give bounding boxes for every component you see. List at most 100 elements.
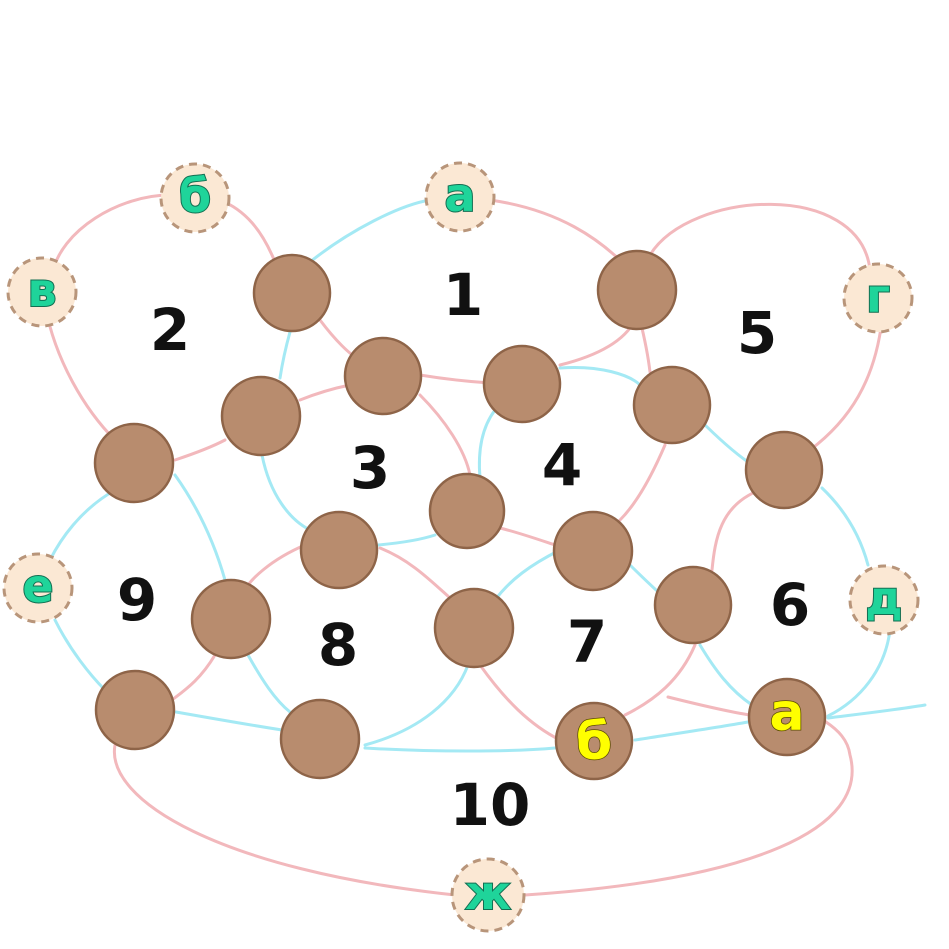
pink-thread-top-right (488, 198, 627, 267)
cyan-thread-right-to-d (820, 486, 870, 567)
bead (190, 578, 272, 660)
pink-thread-inner-8 (618, 443, 667, 522)
bead (554, 701, 634, 781)
ghost-bead-letter: а (444, 168, 475, 222)
ghost-bead-circle (159, 162, 231, 234)
pink-thread-inner-13 (170, 653, 217, 702)
pink-thread-inner-15 (623, 643, 697, 717)
ghost-bead-b: б (159, 162, 231, 234)
cyan-thread-inner-4 (260, 453, 312, 532)
bead (744, 430, 824, 510)
cyan-thread-bottom-3 (633, 720, 750, 742)
pink-thread-right-outer (808, 318, 884, 452)
cyan-thread-inner-10 (246, 653, 292, 714)
bead (93, 422, 175, 504)
bead (252, 253, 332, 333)
cyan-thread-left-2 (53, 618, 107, 692)
ghost-bead-zh: ж (450, 857, 526, 933)
ghost-bead-e: е (2, 552, 74, 624)
pink-thread-inner-5 (298, 383, 352, 402)
labeled-bead-b: б (554, 701, 634, 781)
pink-thread-inner-14 (478, 663, 562, 742)
cell-number: 3 (350, 434, 390, 502)
ghost-bead-a: а (424, 161, 496, 233)
ghost-bead-letter: г (866, 269, 890, 323)
bead-letter: а (769, 683, 804, 743)
pink-thread-inner-7 (418, 393, 472, 477)
ghost-bead-circle (842, 262, 914, 334)
cyan-thread-inner-8 (493, 548, 562, 602)
ghost-bead-circle (424, 161, 496, 233)
pink-thread-inner-2 (418, 373, 492, 385)
ghost-bead-d: д (848, 564, 920, 636)
pink-thread-inner-11 (243, 543, 307, 592)
cyan-thread-inner-6 (698, 418, 750, 464)
bead (596, 249, 678, 331)
ghost-bead-letter: в (27, 263, 56, 317)
ghost-bead-letter: е (22, 559, 53, 613)
cyan-thread-right-from-d (826, 628, 892, 718)
pink-thread-bottom-left-loop (112, 743, 457, 897)
cyan-thread-inner-1 (278, 330, 292, 380)
cyan-thread-inner-2 (558, 365, 642, 387)
ghost-bead-g: г (842, 262, 914, 334)
cyan-thread-tail (826, 703, 927, 720)
ghost-bead-v: в (6, 256, 78, 328)
cyan-thread-bottom-1 (174, 710, 284, 732)
bead (220, 375, 302, 457)
cell-number: 2 (150, 296, 190, 364)
cell-number: 4 (542, 431, 582, 499)
bead (279, 698, 361, 780)
pink-thread-b-to-bead (218, 198, 277, 264)
ghost-beads: а б в г д е ж (2, 161, 920, 933)
ghost-bead-letter: д (865, 571, 902, 625)
cell-numbers: 1 2 3 4 5 6 7 8 9 10 (117, 261, 810, 839)
threads (43, 193, 927, 897)
bead (94, 669, 176, 751)
ghost-bead-letter: ж (465, 866, 511, 920)
cell-number: 9 (117, 566, 157, 634)
pink-thread-left-outer (43, 303, 117, 442)
bead (299, 510, 379, 590)
cell-number: 8 (318, 611, 358, 679)
cyan-thread-top (308, 198, 432, 264)
bead (433, 587, 515, 669)
cyan-thread-inner-11 (363, 663, 470, 747)
pink-thread-top-left-loop (50, 193, 172, 277)
pink-thread-inner-12 (710, 488, 762, 572)
cyan-thread-inner-7 (173, 473, 227, 582)
cell-number: 6 (770, 571, 810, 639)
cyan-thread-inner-5 (376, 533, 437, 547)
ghost-bead-circle (450, 857, 526, 933)
labeled-bead-a: а (747, 677, 827, 757)
bead-letter: б (576, 712, 612, 772)
beads (93, 249, 824, 780)
ghost-bead-circle (2, 552, 74, 624)
pink-thread-inner-6 (173, 438, 227, 462)
cell-number: 1 (443, 261, 483, 329)
bead (552, 510, 634, 592)
bead (747, 677, 827, 757)
cyan-thread-bottom-2 (363, 746, 557, 753)
pink-thread-right-loop (648, 202, 872, 272)
pink-thread-bottom-right-loop (523, 720, 854, 897)
bead (653, 565, 733, 645)
cyan-thread-inner-3 (477, 408, 497, 480)
cyan-thread-inner-12 (698, 643, 754, 707)
ghost-bead-circle (848, 564, 920, 636)
bead (343, 336, 423, 416)
bead (632, 365, 712, 445)
cell-number: 10 (450, 771, 531, 839)
bead (482, 344, 562, 424)
ghost-bead-circle (6, 256, 78, 328)
pink-thread-inner-10 (378, 546, 452, 600)
cell-number: 7 (567, 608, 607, 676)
pink-thread-a-tail (666, 695, 752, 717)
labeled-beads: б а (554, 677, 827, 781)
cyan-thread-left-1 (48, 488, 117, 562)
pink-thread-inner-9 (498, 526, 557, 547)
ghost-bead-letter: б (179, 169, 211, 223)
cell-number: 5 (737, 299, 777, 367)
bead (428, 472, 506, 550)
